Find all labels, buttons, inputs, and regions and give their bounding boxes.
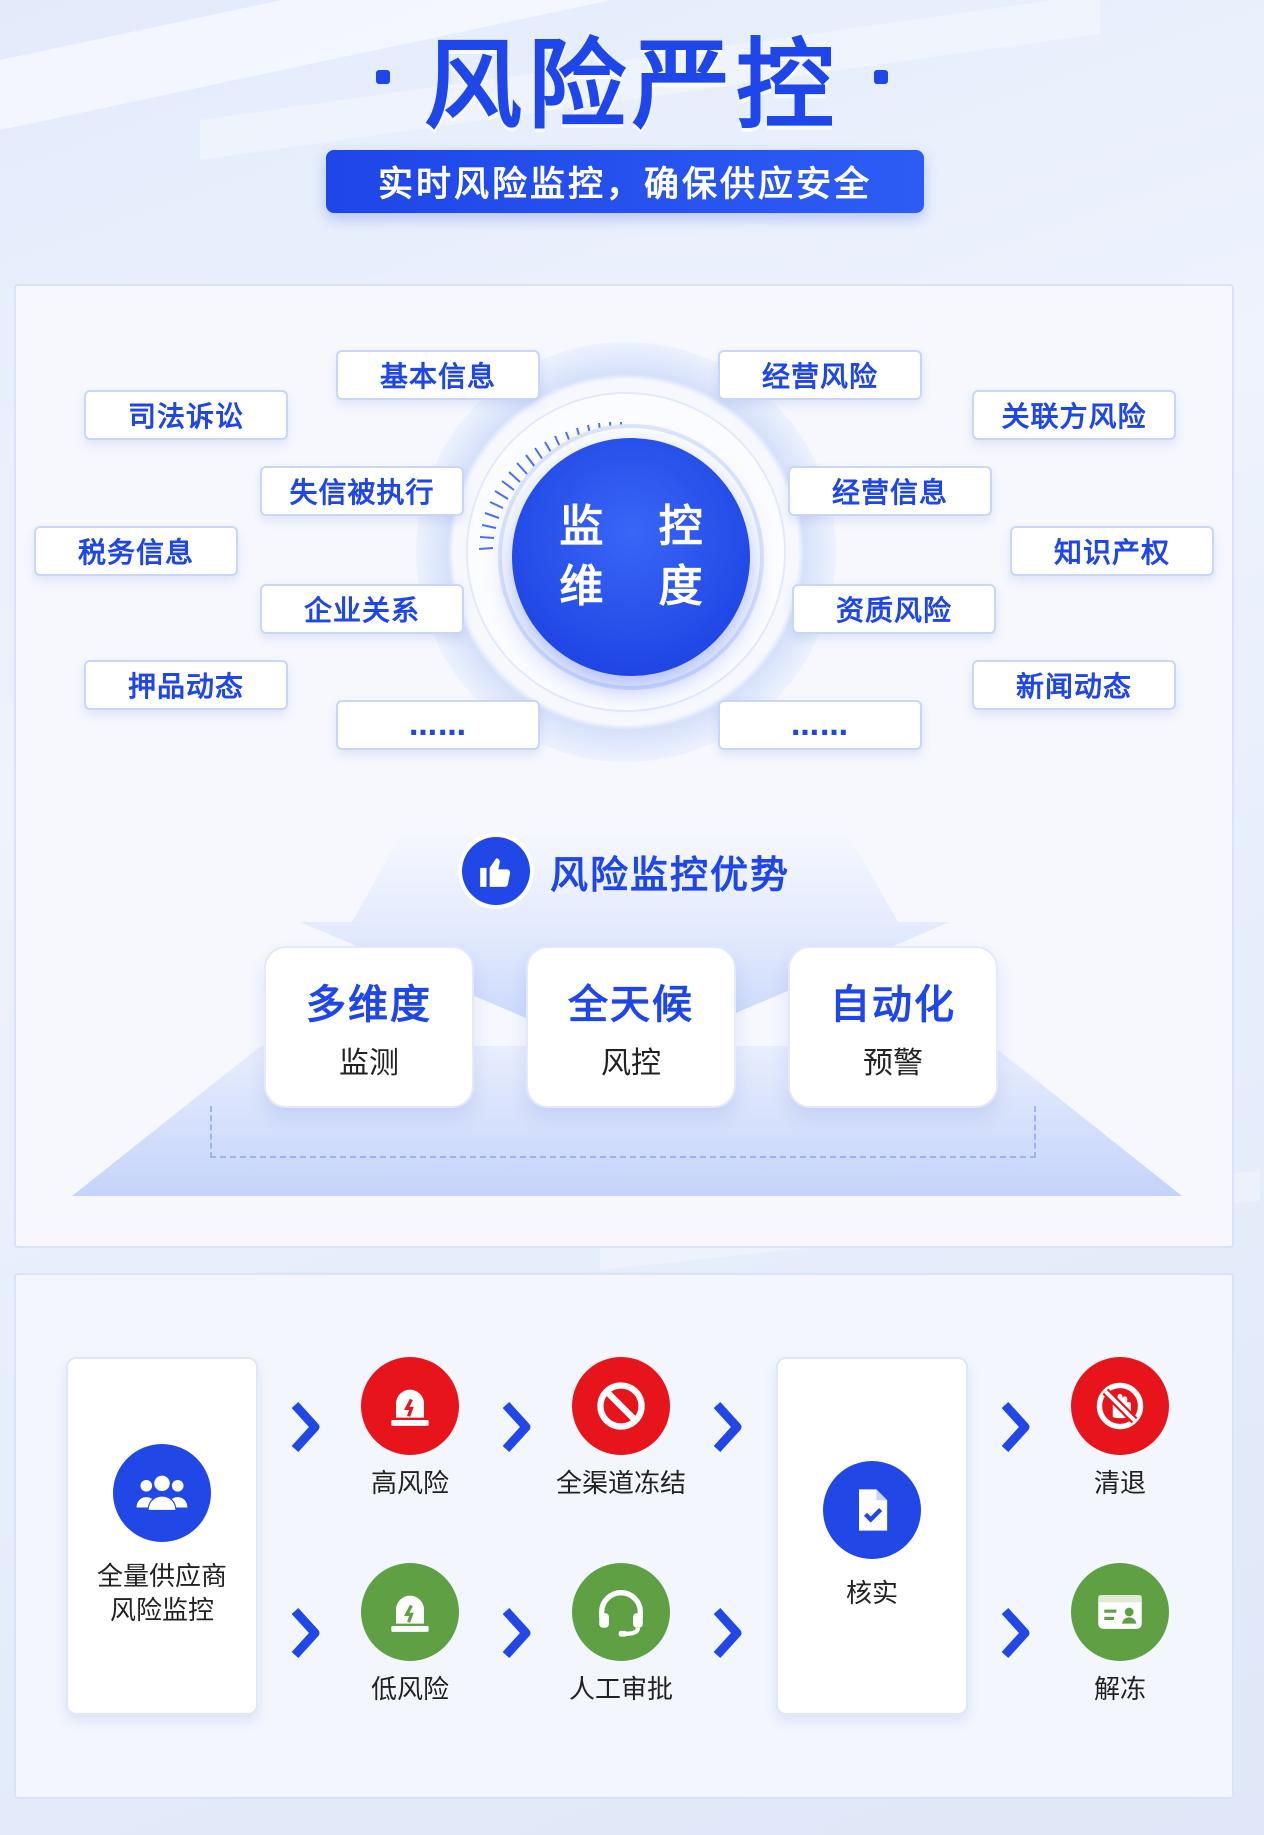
risk-flow-panel: 全量供应商 风险监控 高风险 低风险 全渠道冻结 人工审批 bbox=[14, 1273, 1234, 1799]
chevron-right-icon bbox=[708, 1603, 746, 1663]
tag-news-status: 新闻动态 bbox=[972, 660, 1176, 710]
tag-tax-info: 税务信息 bbox=[34, 526, 238, 576]
advantage-main: 全天候 bbox=[568, 982, 694, 1028]
no-hand-icon bbox=[1071, 1357, 1169, 1455]
platform-dashed-outline bbox=[210, 1106, 1036, 1158]
advantage-sub: 预警 bbox=[863, 1046, 923, 1081]
title-text: 风险严控 bbox=[423, 29, 840, 143]
manual-review-node: 人工审批 bbox=[531, 1563, 711, 1707]
advantage-card-multi-dimension: 多维度 监测 bbox=[264, 946, 474, 1108]
tag-more-left: …… bbox=[336, 700, 540, 750]
chevron-right-icon bbox=[286, 1603, 324, 1663]
monitor-dimension-center: 监 控 维 度 bbox=[512, 438, 750, 676]
chevron-right-icon bbox=[708, 1397, 746, 1457]
alarm-icon bbox=[361, 1563, 459, 1661]
supplier-monitoring-label: 全量供应商 风险监控 bbox=[97, 1560, 227, 1628]
advantage-main: 多维度 bbox=[306, 982, 432, 1028]
verify-card: 核实 bbox=[776, 1357, 968, 1715]
tag-business-risk: 经营风险 bbox=[718, 350, 922, 400]
advantage-sub: 风控 bbox=[601, 1046, 661, 1081]
document-check-icon bbox=[823, 1461, 921, 1559]
advantage-header: 风险监控优势 bbox=[16, 826, 1232, 916]
monitoring-dimensions-panel: 监 控 维 度 基本信息 经营风险 司法诉讼 关联方风险 失信被执行 经营信息 … bbox=[14, 284, 1234, 1248]
users-icon bbox=[113, 1444, 211, 1542]
unfreeze-label: 解冻 bbox=[1093, 1675, 1146, 1705]
label-line2: 风险监控 bbox=[109, 1596, 214, 1626]
center-text-line1: 监 控 bbox=[559, 501, 723, 552]
high-risk-label: 高风险 bbox=[370, 1469, 449, 1499]
center-text-line2: 维 度 bbox=[559, 561, 723, 612]
advantage-card-automated: 自动化 预警 bbox=[788, 946, 998, 1108]
title-dot-left bbox=[375, 70, 390, 84]
tag-collateral-status: 押品动态 bbox=[84, 660, 288, 710]
chevron-right-icon bbox=[996, 1603, 1034, 1663]
advantage-main: 自动化 bbox=[830, 982, 956, 1028]
chevron-right-icon bbox=[996, 1397, 1034, 1457]
headset-icon bbox=[572, 1563, 670, 1661]
title-dot-right bbox=[874, 70, 888, 84]
freeze-node: 全渠道冻结 bbox=[531, 1357, 711, 1501]
id-card-icon bbox=[1071, 1563, 1169, 1661]
chevron-right-icon bbox=[497, 1397, 535, 1457]
chevron-right-icon bbox=[497, 1603, 535, 1663]
high-risk-node: 高风险 bbox=[320, 1357, 500, 1501]
tag-enterprise-relation: 企业关系 bbox=[260, 584, 464, 634]
tag-related-party-risk: 关联方风险 bbox=[972, 390, 1176, 440]
tag-intellectual-property: 知识产权 bbox=[1010, 526, 1214, 576]
verify-label: 核实 bbox=[845, 1579, 898, 1609]
low-risk-node: 低风险 bbox=[320, 1563, 500, 1707]
advantage-title: 风险监控优势 bbox=[549, 852, 790, 897]
advantage-card-all-weather: 全天候 风控 bbox=[526, 946, 736, 1108]
freeze-label: 全渠道冻结 bbox=[555, 1469, 686, 1499]
low-risk-label: 低风险 bbox=[370, 1675, 449, 1705]
ban-icon bbox=[572, 1357, 670, 1455]
unfreeze-node: 解冻 bbox=[1030, 1563, 1210, 1707]
tag-basic-info: 基本信息 bbox=[336, 350, 540, 400]
exit-label: 清退 bbox=[1093, 1469, 1146, 1499]
supplier-monitoring-card: 全量供应商 风险监控 bbox=[66, 1357, 258, 1715]
tag-more-right: …… bbox=[718, 700, 922, 750]
tag-dishonest-executed: 失信被执行 bbox=[260, 466, 464, 516]
exit-node: 清退 bbox=[1030, 1357, 1210, 1501]
advantage-sub: 监测 bbox=[339, 1046, 399, 1081]
tag-business-info: 经营信息 bbox=[788, 466, 992, 516]
tick-arc-decoration bbox=[478, 421, 622, 550]
tag-qualification-risk: 资质风险 bbox=[792, 584, 996, 634]
chevron-right-icon bbox=[286, 1397, 324, 1457]
page-title: 风险严控 bbox=[0, 22, 1264, 143]
label-line1: 全量供应商 bbox=[96, 1562, 227, 1592]
alarm-icon bbox=[361, 1357, 459, 1455]
tag-judicial-litigation: 司法诉讼 bbox=[84, 390, 288, 440]
thumbs-up-icon bbox=[461, 837, 530, 905]
manual-review-label: 人工审批 bbox=[568, 1675, 673, 1705]
subtitle-banner: 实时风险监控，确保供应安全 bbox=[326, 150, 924, 213]
